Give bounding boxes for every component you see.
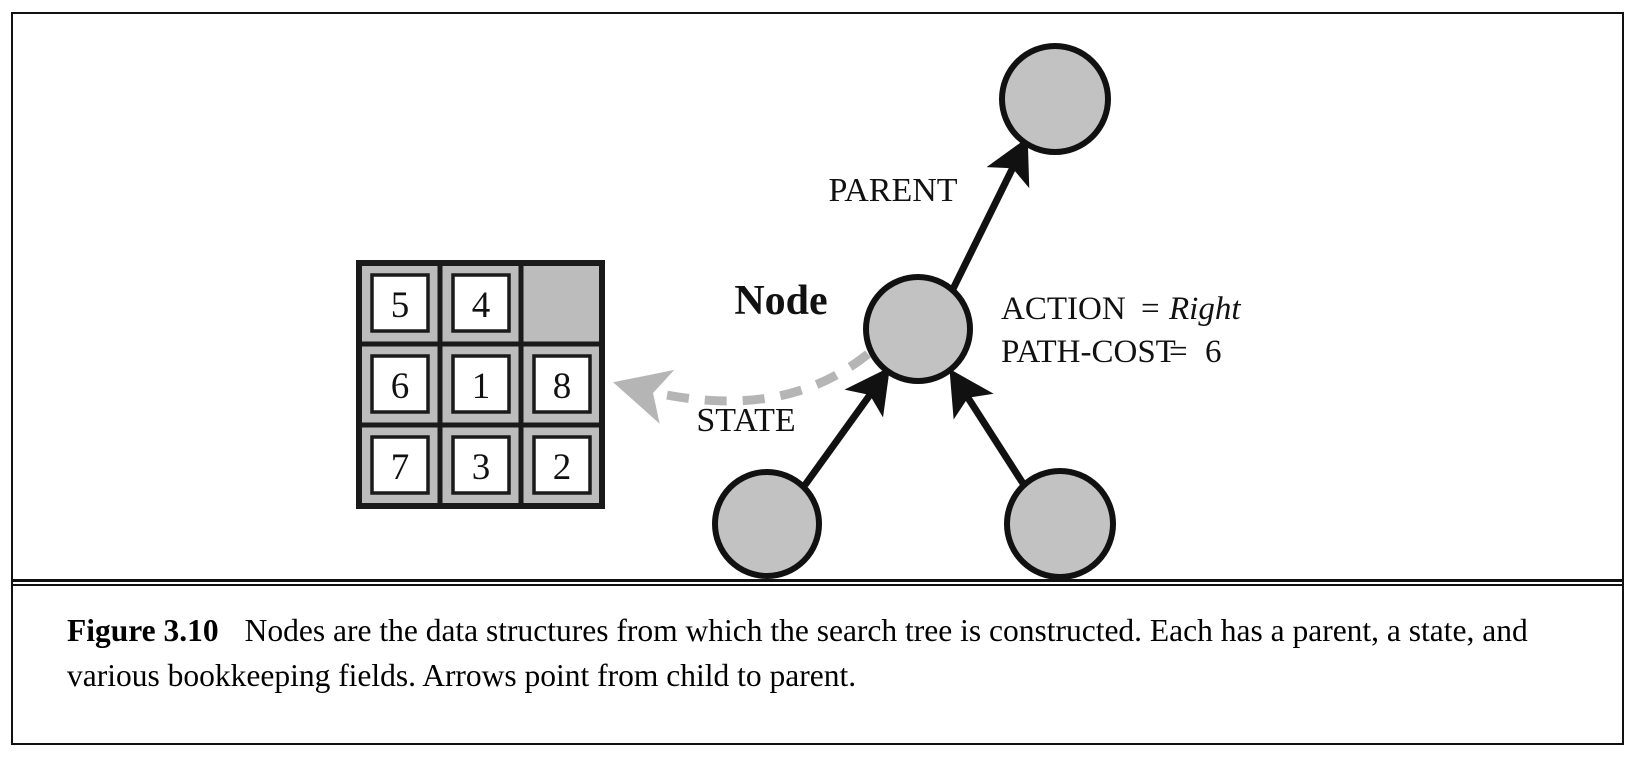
figure-caption-text: Nodes are the data structures from which… <box>67 613 1528 693</box>
parent-label: PARENT <box>828 172 957 209</box>
puzzle-tile-label: 4 <box>472 285 491 326</box>
child-left-edge-arrow <box>802 367 890 488</box>
diagram-area: 5 4 6 1 <box>13 14 1622 579</box>
puzzle-tile-label: 1 <box>472 366 491 407</box>
child-right-edge-arrow <box>949 368 1027 487</box>
action-field: ACTION = Right <box>1001 291 1241 327</box>
puzzle-tile-r1c1: 1 <box>451 354 511 414</box>
puzzle-tile-label: 5 <box>391 285 410 326</box>
state-dashed-arrow <box>613 350 871 424</box>
action-field-value: Right <box>1168 291 1241 327</box>
node-structure-diagram: 5 4 6 1 <box>356 43 1241 579</box>
puzzle-tile-r2c2: 2 <box>532 435 592 495</box>
parent-node-circle <box>999 43 1111 155</box>
puzzle-tile-label: 3 <box>472 447 491 488</box>
puzzle-tile-r1c0: 6 <box>370 354 430 414</box>
figure-frame: 5 4 6 1 <box>11 12 1624 745</box>
puzzle-tile-r0c1: 4 <box>451 273 511 333</box>
figure-caption-label: Figure 3.10 <box>67 613 219 648</box>
puzzle-tile-blank <box>524 266 599 341</box>
caption-separator-rule <box>13 579 1622 586</box>
puzzle-tile-label: 2 <box>553 447 572 488</box>
path-cost-field-equals: = <box>1169 334 1188 370</box>
puzzle-tile-label: 6 <box>391 366 410 407</box>
puzzle-tile-label: 7 <box>391 447 410 488</box>
path-cost-field-name: PATH-COST <box>1001 334 1176 370</box>
state-label: STATE <box>696 402 795 439</box>
path-cost-field: PATH-COST = 6 <box>1001 334 1222 370</box>
action-field-name: ACTION <box>1001 291 1126 327</box>
node-title-label: Node <box>734 278 827 324</box>
puzzle-tile-r2c0: 7 <box>370 435 430 495</box>
puzzle-state-grid: 5 4 6 1 <box>356 260 605 509</box>
action-field-equals: = <box>1141 291 1160 327</box>
parent-edge-arrow <box>948 137 1030 293</box>
puzzle-tile-r0c0: 5 <box>370 273 430 333</box>
path-cost-field-value: 6 <box>1205 334 1222 370</box>
current-node-circle <box>863 274 973 384</box>
puzzle-tile-r2c1: 3 <box>451 435 511 495</box>
puzzle-tile-label: 8 <box>553 366 572 407</box>
puzzle-tile-r1c2: 8 <box>532 354 592 414</box>
child-node-right-circle <box>1004 468 1116 579</box>
child-node-left-circle <box>712 469 822 579</box>
